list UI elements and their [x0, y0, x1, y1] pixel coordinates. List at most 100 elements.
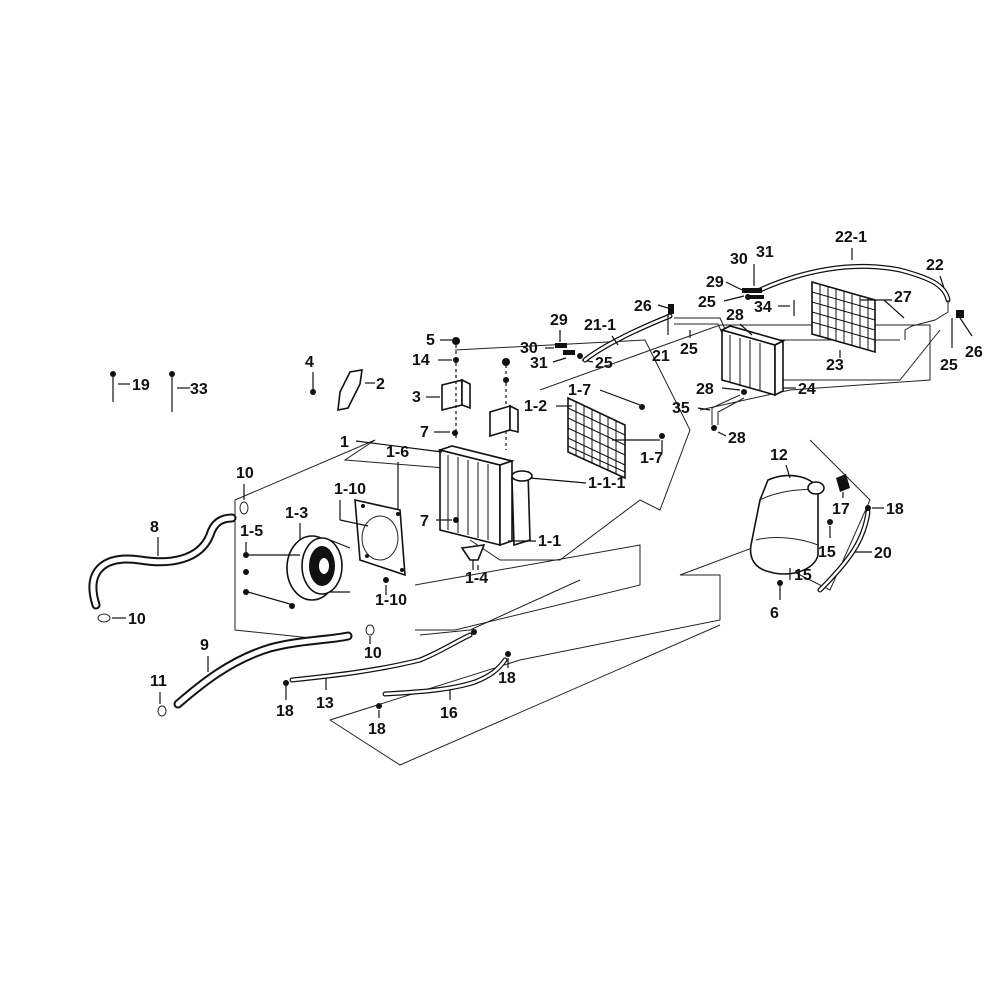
callout-18-b: 18: [368, 721, 386, 738]
fan-shroud: [354, 498, 406, 577]
hose-clamp-10-bottom: [365, 624, 375, 636]
callout-18-c: 18: [498, 670, 516, 687]
callout-1: 1: [340, 434, 349, 451]
fan-group-outline-2: [343, 439, 471, 471]
lower-group-outline: [414, 544, 641, 631]
pipe-35: [711, 394, 745, 425]
callout-14: 14: [412, 352, 430, 369]
hose-13: [289, 632, 473, 683]
oil-cooler-24: [719, 325, 786, 397]
callout-28-top: 28: [726, 307, 744, 324]
callout-22: 22: [926, 257, 944, 274]
bracket-2: [337, 369, 363, 411]
callout-30-right: 30: [730, 251, 748, 268]
fan-group-outline: [234, 439, 376, 641]
fan-motor-1-3: [286, 535, 351, 601]
reservoir-tank-12: [749, 474, 825, 575]
hose-clamp-11: [157, 705, 167, 717]
bolt-5: [452, 337, 460, 345]
clip-30-31-left: [555, 343, 575, 355]
radiator-1: [437, 445, 533, 547]
radiator-group-outline: [454, 339, 691, 561]
callout-1-3: 1-3: [285, 505, 308, 522]
callout-8: 8: [150, 519, 159, 536]
nut-7-upper: [452, 430, 458, 436]
callout-30-left: 30: [520, 340, 538, 357]
pipe-22-1: [757, 263, 951, 303]
callout-6: 6: [770, 605, 779, 622]
callout-4: 4: [305, 354, 314, 371]
callout-25-d: 25: [940, 357, 958, 374]
callout-25-a: 25: [595, 355, 613, 372]
clip-30-31-right: [742, 288, 764, 299]
callout-15-a: 15: [818, 544, 836, 561]
callout-10-top: 10: [236, 465, 254, 482]
callout-22-1: 22-1: [835, 229, 867, 246]
callout-1-10-upper: 1-10: [334, 481, 366, 498]
cooler-pipe-line-2: [730, 329, 941, 381]
callout-7-upper: 7: [420, 424, 429, 441]
callout-18-d: 18: [886, 501, 904, 518]
callout-1-5: 1-5: [240, 523, 263, 540]
hose-9: [173, 631, 353, 709]
callout-25-c: 25: [698, 294, 716, 311]
callout-26-right: 26: [965, 344, 983, 361]
hose-clamp-10-top: [239, 501, 249, 515]
callout-1-1: 1-1: [538, 533, 561, 550]
callout-33: 33: [190, 381, 208, 398]
mount-block-3: [441, 378, 463, 412]
callout-1-6: 1-6: [386, 444, 409, 461]
mount-block-3-right: [489, 404, 511, 438]
hose-clamp-10-left: [97, 613, 111, 623]
bolt-4: [310, 372, 316, 395]
callout-10-bottom: 10: [364, 645, 382, 662]
callout-2: 2: [376, 376, 385, 393]
callout-17: 17: [832, 501, 850, 518]
callout-21-1: 21-1: [584, 317, 616, 334]
callout-16: 16: [440, 705, 458, 722]
callout-1-7-lower: 1-7: [640, 450, 663, 467]
radiator-screen-1-2: [567, 396, 626, 480]
tank-group-outline: [789, 439, 871, 591]
callout-20: 20: [874, 545, 892, 562]
callout-1-1-1: 1-1-1: [588, 475, 625, 492]
callout-24: 24: [798, 381, 816, 398]
bolt-33: [169, 371, 190, 412]
callout-26-left: 26: [634, 298, 652, 315]
callout-29-left: 29: [550, 312, 568, 329]
callout-35: 35: [672, 400, 690, 417]
callout-21: 21: [652, 348, 670, 365]
hose-16: [382, 657, 508, 697]
callout-7-lower: 7: [420, 513, 429, 530]
oil-cooler-screen-23: [811, 280, 876, 354]
callout-28-bottom: 28: [728, 430, 746, 447]
callout-5: 5: [426, 332, 435, 349]
pipe-22: [904, 300, 949, 340]
hose-group-outline-2: [329, 624, 721, 766]
cap-17: [836, 474, 850, 492]
callout-1-2: 1-2: [524, 398, 547, 415]
hose-group-outline: [329, 529, 801, 721]
callout-15-b: 15: [794, 567, 812, 584]
callout-29-right: 29: [706, 274, 724, 291]
callout-3: 3: [412, 389, 421, 406]
radiator-side-tank: [511, 470, 531, 547]
hose-20: [817, 509, 871, 593]
callout-9: 9: [200, 637, 209, 654]
callout-34: 34: [754, 299, 772, 316]
hose-8: [88, 513, 237, 610]
callout-28-mid: 28: [696, 381, 714, 398]
callout-1-7-upper: 1-7: [568, 382, 591, 399]
callout-25-b: 25: [680, 341, 698, 358]
callout-10-left: 10: [128, 611, 146, 628]
callout-19: 19: [132, 377, 150, 394]
pipe-21-1: [582, 313, 673, 363]
callout-1-10-lower: 1-10: [375, 592, 407, 609]
tank-cap: [807, 481, 825, 495]
fitting-26-left: [668, 304, 674, 314]
callout-13: 13: [316, 695, 334, 712]
bolt-19: [110, 371, 130, 402]
radiator-cap: [511, 470, 533, 482]
